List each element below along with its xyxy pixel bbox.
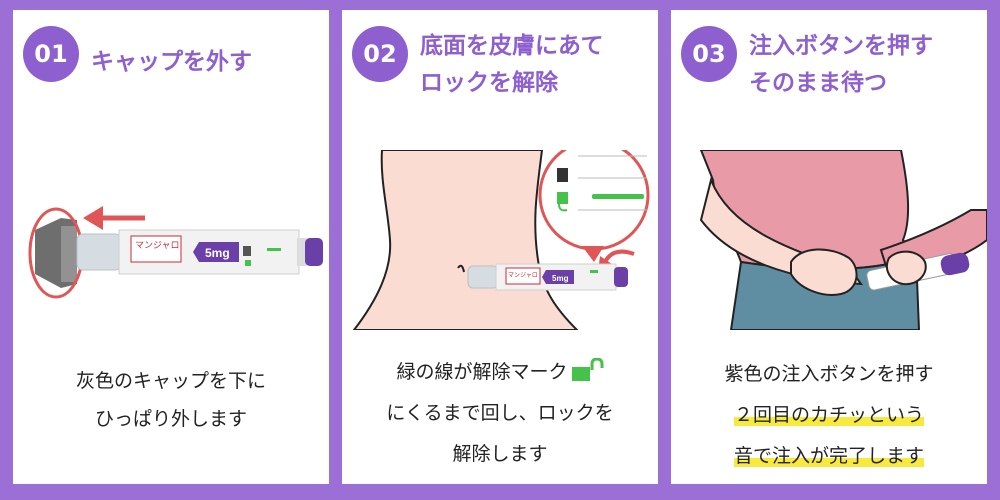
step-panel-2: 02 底面を皮膚にあて ロックを解除 マンジャロ 5mg 緑の線が解除マーク に…	[342, 10, 658, 484]
pen-cap-illustration: マンジャロ 5mg	[28, 206, 323, 299]
navel	[457, 264, 465, 273]
step-panel-3: 03 注入ボタンを押す そのまま待つ 紫色の注入ボタンを押す ２回目のカチッとい…	[671, 10, 987, 484]
pen-label: マンジャロ	[508, 272, 538, 279]
pen-dose: 5mg	[552, 274, 569, 283]
step-number-badge: 01	[23, 26, 79, 82]
step-number-badge: 02	[352, 26, 408, 82]
injection-button	[940, 252, 970, 276]
step-title: 注入ボタンを押す そのまま待つ	[749, 33, 933, 96]
step-title-line: キャップを外す	[91, 49, 252, 75]
injection-button	[305, 238, 323, 266]
hand	[790, 248, 858, 296]
step-description: 緑の線が解除マーク にくるまで回し、ロックを 解除します	[342, 352, 658, 475]
step-title: キャップを外す	[91, 44, 252, 81]
step-title: 底面を皮膚にあて ロックを解除	[420, 33, 604, 96]
pen-label: マンジャロ	[135, 240, 180, 250]
step-number-badge: 03	[681, 26, 737, 82]
right-hand	[885, 250, 927, 286]
pen-dose: 5mg	[205, 246, 230, 260]
step-panel-1: 01 キャップを外す マンジャロ 5mg 灰色のキャップを下に ひっぱり外します	[13, 10, 329, 484]
step-description: 紫色の注入ボタンを押す ２回目のカチッという 音で注入が完了します	[724, 363, 934, 467]
pen-window	[76, 233, 122, 271]
unlock-icon	[571, 358, 603, 381]
abdomen-illustration: マンジャロ 5mg	[352, 150, 650, 330]
left-arrow-head	[83, 206, 103, 230]
injection-illustration	[699, 150, 987, 330]
zoom-circle-icon	[538, 150, 650, 251]
step-description: 灰色のキャップを下に ひっぱり外します	[75, 370, 266, 430]
